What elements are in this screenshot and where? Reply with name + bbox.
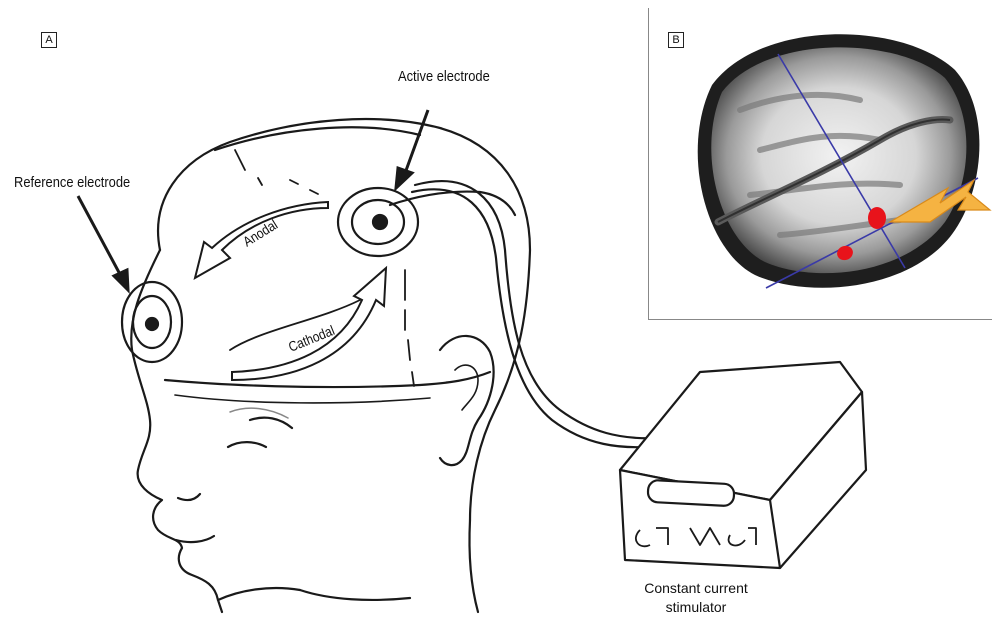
stimulator-device (620, 362, 866, 568)
headband-strap (165, 372, 490, 387)
neck-line (469, 520, 478, 612)
panel-b-tag: B (668, 32, 684, 48)
panel-b-frame (648, 8, 992, 320)
electrode-cable (415, 181, 660, 438)
head-sketch (131, 119, 660, 612)
active-electrode (338, 188, 418, 256)
cranial-dash (235, 150, 318, 194)
stimulator-label-line2: stimulator (626, 599, 766, 615)
panel-a-tag: A (41, 32, 57, 48)
stimulator-display (647, 480, 734, 506)
reference-electrode-pointer (78, 196, 128, 290)
active-electrode-center (373, 215, 387, 229)
eye (228, 442, 266, 447)
reference-electrode-label: Reference electrode (14, 174, 130, 191)
stimulator-label-line1: Constant current (626, 580, 766, 596)
reference-electrode (122, 282, 182, 362)
ear (440, 336, 494, 465)
active-electrode-label: Active electrode (398, 68, 490, 85)
face-profile (131, 250, 222, 612)
cathodal-arrow (232, 268, 386, 380)
skull-outline (158, 119, 530, 520)
reference-electrode-center (146, 318, 158, 330)
